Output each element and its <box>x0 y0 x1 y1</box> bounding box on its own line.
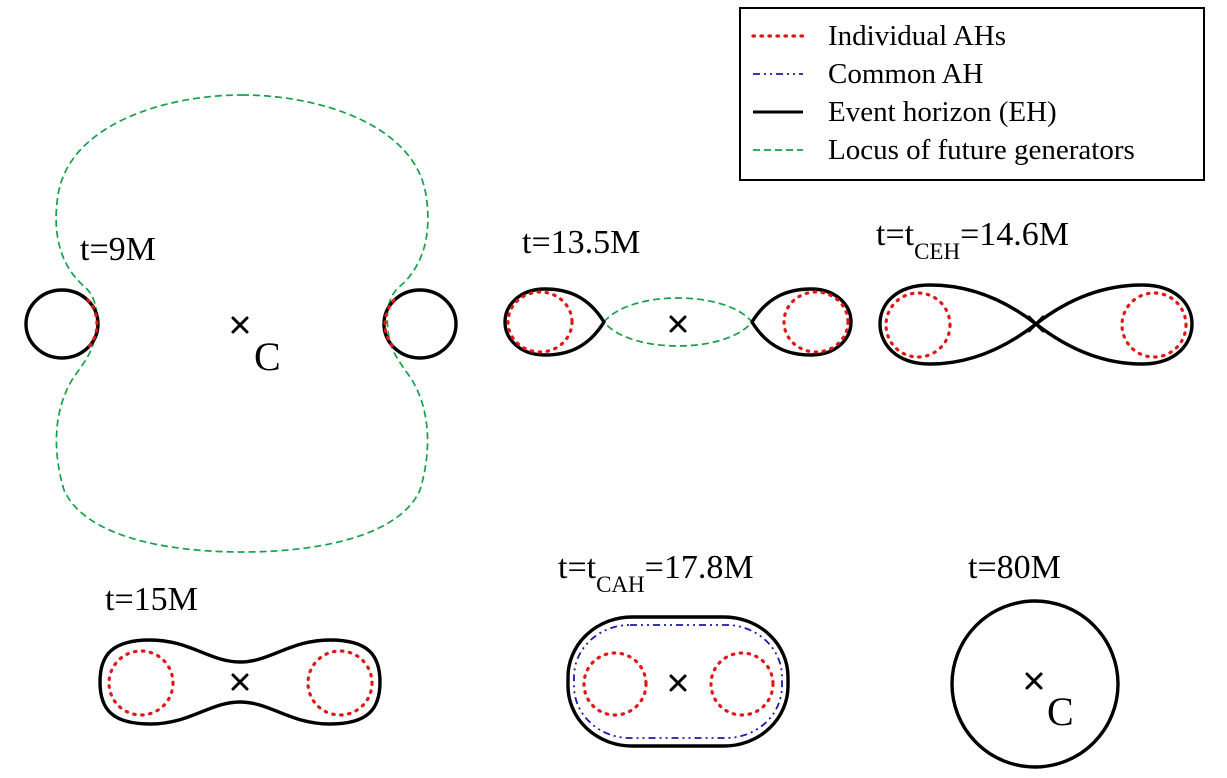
snapshot-t15: t=15M <box>98 581 382 726</box>
center-marker-t9 <box>231 316 249 334</box>
time-label-t14-6: t=tCEH=14.6M <box>876 216 1069 264</box>
individual-ah-right-t13-5 <box>782 290 850 354</box>
snapshot-t80: C t=80M <box>950 549 1120 769</box>
center-marker-t80 <box>1025 672 1043 690</box>
center-marker-t17-8 <box>669 674 687 692</box>
legend-label-common-ah: Common AH <box>828 58 984 90</box>
individual-ah-right-t9 <box>383 298 396 350</box>
time-prefix-t17-8: t=t <box>558 549 597 586</box>
event-horizon-t15 <box>98 638 382 726</box>
individual-ah-left-t14-6 <box>884 291 952 359</box>
individual-ah-left-t13-5 <box>506 290 574 354</box>
individual-ah-left-t15 <box>107 649 175 717</box>
event-horizon-right-t13-5 <box>750 287 853 357</box>
center-marker-t15 <box>231 673 249 691</box>
time-subscript-t14-6: CEH <box>914 239 960 264</box>
snapshot-t9: C t=9M <box>24 94 458 553</box>
event-horizon-t17-8 <box>566 615 790 748</box>
time-label-t15: t=15M <box>105 581 198 618</box>
time-label-t13-5: t=13.5M <box>522 224 640 261</box>
event-horizon-left-t13-5 <box>503 287 606 357</box>
center-marker-t13-5 <box>669 315 687 333</box>
center-label-t9: C <box>254 334 281 379</box>
time-label-t17-8: t=tCAH=17.8M <box>558 549 754 597</box>
time-suffix-t17-8: =17.8M <box>645 549 754 586</box>
center-label-t80: C <box>1047 689 1074 734</box>
time-subscript-t17-8: CAH <box>596 572 645 597</box>
event-horizon-t80 <box>950 599 1120 769</box>
legend-label-individual-ah: Individual AHs <box>828 20 1006 52</box>
legend-box <box>739 7 1205 181</box>
snapshot-t14-6: t=tCEH=14.6M <box>876 216 1194 366</box>
individual-ah-right-t14-6 <box>1120 291 1188 359</box>
individual-ah-right-t15 <box>306 649 374 717</box>
snapshot-t17-8: t=tCAH=17.8M <box>558 549 790 748</box>
individual-ah-left-t17-8 <box>582 651 648 717</box>
generator-locus-t9 <box>55 94 429 553</box>
time-suffix-t14-6: =14.6M <box>960 216 1069 253</box>
center-marker-t14-6 <box>1027 315 1045 333</box>
individual-ah-left-t9 <box>86 298 99 350</box>
common-ah-t17-8 <box>573 624 783 739</box>
individual-ah-right-t17-8 <box>709 651 775 717</box>
snapshot-t13-5: t=13.5M <box>503 224 853 357</box>
legend-label-event-horizon: Event horizon (EH) <box>828 96 1057 128</box>
time-prefix-t14-6: t=t <box>876 216 915 253</box>
legend-label-future-generators: Locus of future generators <box>828 134 1135 166</box>
legend: Individual AHs Common AH Event horizon (… <box>739 7 1205 181</box>
time-label-t80: t=80M <box>968 549 1061 586</box>
time-label-t9: t=9M <box>80 231 156 268</box>
